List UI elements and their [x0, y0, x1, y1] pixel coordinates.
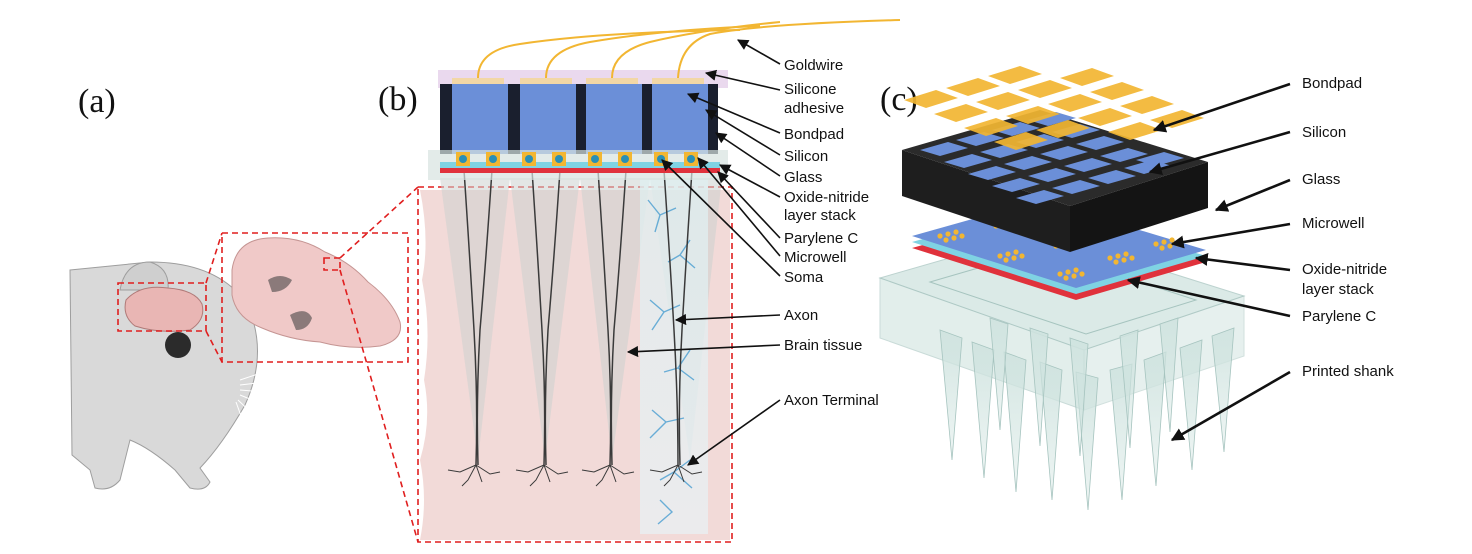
brain-zoom-box: [221, 232, 409, 363]
neuron-axons: [463, 169, 693, 466]
label-axon-terminal: Axon Terminal: [784, 392, 879, 409]
zoom-line-2: [205, 330, 223, 363]
oxide-nitride-stack: [440, 162, 720, 168]
bondpads-c: [904, 66, 1204, 150]
label-bondpad-c: Bondpad: [1302, 75, 1362, 92]
brain-ventricle-1: [268, 276, 292, 292]
label-silicone: Silicone: [784, 81, 837, 98]
silicon-tiles: [920, 112, 1184, 204]
label-soma: Soma: [784, 269, 824, 286]
tissue-zoom-box: [417, 186, 733, 543]
printed-shanks: [939, 317, 1235, 511]
label-goldwire: Goldwire: [784, 57, 843, 74]
panel-a: (a): [69, 83, 419, 543]
label-silicon-c: Silicon: [1302, 124, 1346, 141]
enlarged-brain: [231, 237, 402, 348]
zoom-line-3: [339, 186, 419, 259]
label-glass-b: Glass: [784, 169, 822, 186]
silicon-blocks: [452, 84, 708, 154]
label-bondpad-b: Bondpad: [784, 126, 844, 143]
panel-b-arrows: [626, 39, 781, 466]
panel-a-letter: (a): [78, 83, 116, 120]
label-silicon-b: Silicon: [784, 148, 828, 165]
label-printed-shank: Printed shank: [1302, 363, 1394, 380]
mouse-brain: [124, 286, 204, 332]
glass-silicon-block: [902, 110, 1208, 252]
label-silicone-adhesive: adhesive: [784, 100, 844, 117]
panel-c: (c): [878, 66, 1394, 511]
mouse-brain-zoom-box: [117, 282, 207, 332]
zoom-line-4: [339, 269, 419, 543]
label-layer-stack-c: layer stack: [1302, 281, 1374, 298]
label-microwell-c: Microwell: [1302, 215, 1365, 232]
parylene-layer: [440, 168, 720, 173]
brain-ventricle-2: [290, 311, 312, 330]
label-microwell-b: Microwell: [784, 249, 847, 266]
mouse-eye: [165, 332, 191, 358]
mouse-whiskers: [235, 349, 341, 471]
label-oxide-nitride-b: Oxide-nitride: [784, 189, 869, 206]
bondpads-b: [452, 78, 704, 85]
zoom-line-1: [205, 232, 223, 284]
label-axon: Axon: [784, 307, 818, 324]
panel-c-arrows: [1126, 82, 1291, 442]
axon-terminals: [447, 464, 703, 487]
axon-column: [640, 178, 708, 534]
label-oxide-nitride-c: Oxide-nitride: [1302, 261, 1387, 278]
goldwires: [477, 19, 901, 79]
panel-b-letter: (b): [378, 81, 418, 118]
label-layer-stack-b: layer stack: [784, 207, 856, 224]
panel-b: (b): [378, 19, 901, 543]
brain-region-box: [323, 257, 341, 271]
label-parylene-c: Parylene C: [1302, 308, 1376, 325]
label-brain-tissue: Brain tissue: [784, 337, 862, 354]
label-glass-c: Glass: [1302, 171, 1340, 188]
label-parylene-b: Parylene C: [784, 230, 858, 247]
